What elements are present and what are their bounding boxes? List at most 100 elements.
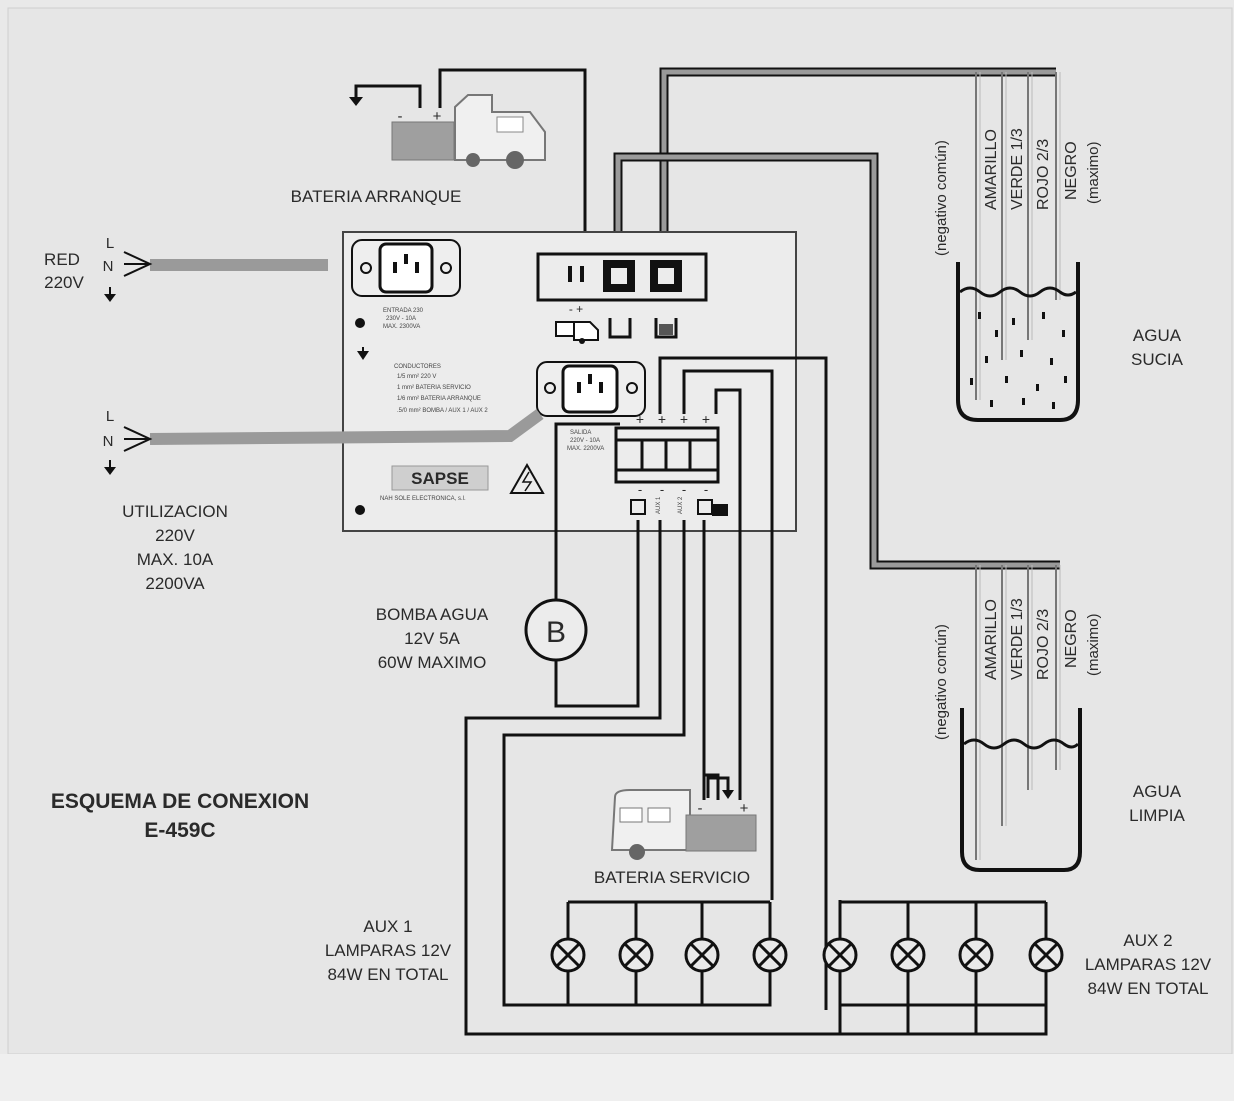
red-input-cable <box>104 251 328 302</box>
pump-icon <box>630 499 646 515</box>
tank-limpia-wire-labels: (negativo común) AMARILLO VERDE 1/3 ROJO… <box>933 598 1102 740</box>
lamp-icon <box>890 937 926 973</box>
input-socket <box>351 239 461 297</box>
limpia-negro: NEGRO <box>1063 609 1080 668</box>
clean-tank-icon <box>608 318 632 339</box>
tank-agua-limpia <box>960 565 1082 872</box>
out-label-aux1: AUX 1 <box>656 496 662 514</box>
limpia-verde: VERDE 1/3 <box>1009 598 1026 680</box>
utilizacion-line-3: MAX. 10A <box>137 550 214 569</box>
sensor-cable-sucia <box>659 67 1056 250</box>
lamp-icon <box>822 937 858 973</box>
aux2-line-3: 84W EN TOTAL <box>1088 979 1209 998</box>
bomba-line-1: BOMBA AGUA <box>376 605 489 624</box>
tank-sucia-wire-labels: (negativo común) AMARILLO VERDE 1/3 ROJO… <box>933 128 1102 256</box>
lamp-icon <box>684 937 720 973</box>
bomba-symbol: B <box>546 616 566 649</box>
control-panel: ENTRADA 230 230V - 10A MAX. 2300VA CONDU… <box>342 231 797 532</box>
bateria-arranque-neg: - <box>398 108 403 125</box>
red-l: L <box>106 235 114 252</box>
input-terminal-polarity: - + <box>569 302 583 316</box>
bomba-line-2: 12V 5A <box>404 629 460 648</box>
brand-logo <box>391 465 489 491</box>
salida-line-1: SALIDA <box>570 430 591 436</box>
aux2-line-1: AUX 2 <box>1123 931 1172 950</box>
limpia-negativo-comun: (negativo común) <box>933 624 950 740</box>
sucia-negro: NEGRO <box>1063 141 1080 200</box>
output-socket <box>536 361 646 417</box>
aux1-line-2: LAMPARAS 12V <box>325 941 452 960</box>
diagram-title: ESQUEMA DE CONEXION <box>51 790 309 813</box>
utilizacion-l: L <box>106 408 114 425</box>
red-voltage: 220V <box>44 273 84 292</box>
red-label: RED <box>44 250 80 269</box>
screw-hole <box>355 505 365 515</box>
van-battery-icon <box>555 321 599 344</box>
conductores-line-4: 1/6 mm² BATERIA ARRANQUE <box>397 396 481 402</box>
aux1-line-3: 84W EN TOTAL <box>328 965 449 984</box>
conductores-line-5: .5/0 mm² BOMBA / AUX 1 / AUX 2 <box>397 408 488 414</box>
caravan-icon <box>610 789 691 860</box>
sucia-verde: VERDE 1/3 <box>1009 128 1026 210</box>
agua-limpia-line-2: LIMPIA <box>1129 806 1185 825</box>
sucia-amarillo: AMARILLO <box>983 129 1000 210</box>
limpia-maximo: (maximo) <box>1085 613 1102 676</box>
ground-icon <box>104 467 116 475</box>
utilizacion-n: N <box>103 433 114 450</box>
lamp-icon <box>550 937 586 973</box>
out-minus-3: - <box>682 482 686 497</box>
brand-sub: NAH SOLE ELECTRONICA, s.l. <box>380 496 466 502</box>
sensor-cable-limpia <box>613 152 1060 570</box>
agua-limpia-line-1: AGUA <box>1133 782 1182 801</box>
grey-tank-icon <box>654 318 678 339</box>
out-minus-1: - <box>638 482 642 497</box>
bateria-arranque-label: BATERIA ARRANQUE <box>291 187 462 206</box>
lamp-icon <box>1028 937 1064 973</box>
out-label-aux2: AUX 2 <box>678 496 684 514</box>
entrada-line-1: ENTRADA 230 <box>383 308 424 314</box>
sucia-negativo-comun: (negativo común) <box>933 140 950 256</box>
utilizacion-cable <box>104 409 544 475</box>
sucia-rojo: ROJO 2/3 <box>1035 139 1052 210</box>
limpia-amarillo: AMARILLO <box>983 599 1000 680</box>
bateria-servicio-label: BATERIA SERVICIO <box>594 868 750 887</box>
conductores-line-1: CONDUCTORES <box>394 364 441 370</box>
camper-van-icon <box>454 94 546 169</box>
tank-agua-sucia <box>956 72 1080 422</box>
output-terminal-block <box>614 426 720 484</box>
salida-line-3: MAX. 2200VA <box>567 446 604 452</box>
aux2-line-2: LAMPARAS 12V <box>1085 955 1212 974</box>
diagram-model: E-459C <box>144 819 215 842</box>
utilizacion-line-1: UTILIZACION <box>122 502 228 521</box>
high-voltage-warning-icon <box>509 462 545 494</box>
agua-sucia-line-1: AGUA <box>1133 326 1182 345</box>
out-plus-3: + <box>680 411 688 427</box>
bateria-servicio-neg: - <box>698 800 703 817</box>
aux1-line-1: AUX 1 <box>363 917 412 936</box>
utilizacion-line-4: 2200VA <box>145 574 205 593</box>
entrada-line-2: 230V - 10A <box>386 316 416 322</box>
screw-hole <box>355 318 365 328</box>
bottom-strip <box>0 1054 1234 1101</box>
out-minus-2: - <box>660 482 664 497</box>
bateria-servicio-pos: + <box>740 800 749 817</box>
agua-sucia-line-2: SUCIA <box>1131 350 1184 369</box>
conductores-line-3: 1 mm² BATERIA SERVICIO <box>397 385 471 391</box>
lamp-icon <box>752 937 788 973</box>
sucia-maximo: (maximo) <box>1085 141 1102 204</box>
bomba-line-3: 60W MAXIMO <box>378 653 487 672</box>
conductores-line-2: 1/5 mm² 220 V <box>397 374 436 380</box>
out-minus-4: - <box>704 482 708 497</box>
out-plus-4: + <box>702 411 710 427</box>
red-n: N <box>103 258 114 275</box>
bomba-agua-icon: B <box>524 598 588 662</box>
input-terminal-block <box>536 252 708 302</box>
lamp-icon <box>618 937 654 973</box>
out-plus-1: + <box>636 411 644 427</box>
utilizacion-line-2: 220V <box>155 526 195 545</box>
salida-line-2: 220V - 10A <box>570 438 600 444</box>
entrada-line-3: MAX. 2300VA <box>383 324 420 330</box>
service-battery-icon <box>697 499 728 516</box>
brand-name: SAPSE <box>411 469 469 488</box>
